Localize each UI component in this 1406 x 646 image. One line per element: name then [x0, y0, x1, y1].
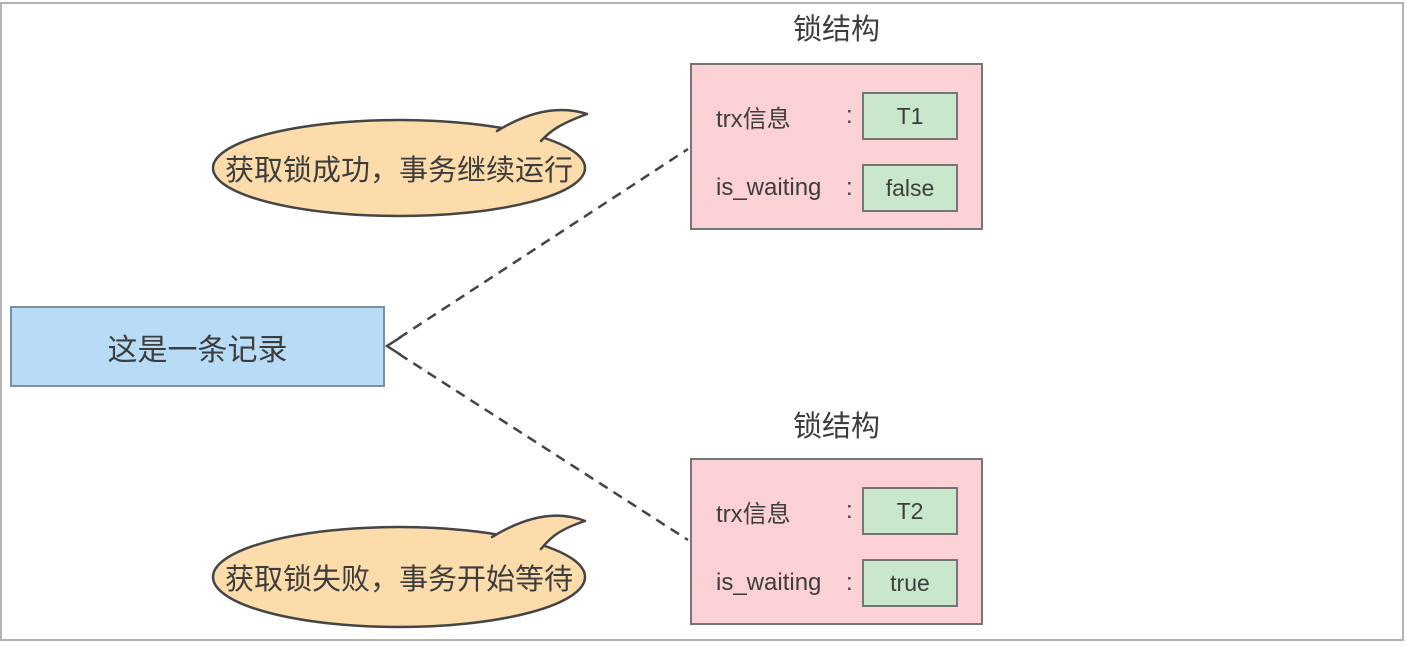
- lock-title-top: 锁结构: [792, 14, 880, 46]
- row-separator: :: [846, 174, 853, 201]
- dashed-connector-top: [398, 147, 689, 340]
- lock-rows: trx信息 : T2 is_waiting : true: [716, 487, 958, 631]
- row-separator: :: [846, 102, 853, 129]
- speech-bubble-top-label: 获取锁成功，事务继续运行: [224, 155, 573, 187]
- value-box: true: [862, 559, 958, 607]
- lock-rows: trx信息 : T1 is_waiting : false: [716, 92, 958, 236]
- row-label: trx信息: [716, 500, 791, 528]
- record-label: 这是一条记录: [107, 333, 288, 367]
- connector-arrowhead: [384, 335, 402, 357]
- lock-row-is-waiting: is_waiting : false: [716, 164, 958, 212]
- row-label: is_waiting: [716, 174, 822, 201]
- lock-title-bottom: 锁结构: [792, 411, 880, 443]
- row-label: trx信息: [716, 105, 791, 133]
- speech-bubble-bottom-shape: [211, 525, 587, 629]
- speech-bubble-top-shape: [211, 118, 587, 218]
- value-box: false: [862, 164, 958, 212]
- row-separator: :: [846, 497, 853, 524]
- speech-bubble-bottom-label: 获取锁失败，事务开始等待: [224, 564, 573, 596]
- lock-row-is-waiting: is_waiting : true: [716, 559, 958, 607]
- value-box: T2: [862, 487, 958, 535]
- record-box: 这是一条记录: [10, 306, 385, 387]
- lock-row-trx: trx信息 : T2: [716, 487, 958, 535]
- row-separator: :: [846, 569, 853, 596]
- row-label: is_waiting: [716, 569, 822, 596]
- lock-row-trx: trx信息 : T1: [716, 92, 958, 140]
- value-box: T1: [862, 92, 958, 140]
- lock-box-top: trx信息 : T1 is_waiting : false: [690, 63, 983, 230]
- speech-bubble-bottom-tail: [490, 514, 587, 551]
- lock-box-bottom: trx信息 : T2 is_waiting : true: [690, 458, 983, 625]
- dashed-connector-bottom: [398, 352, 689, 542]
- speech-bubble-top-tail: [495, 108, 589, 143]
